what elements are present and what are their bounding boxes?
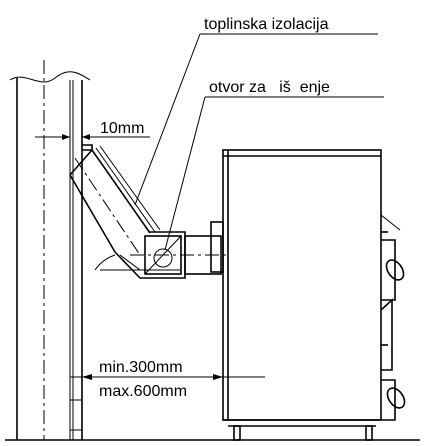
flue-pipe — [69, 144, 230, 279]
gap-label: 10mm — [100, 120, 144, 137]
chimney — [9, 60, 91, 440]
min-distance-label: min.300mm — [99, 359, 183, 376]
distance-dimension — [70, 374, 265, 380]
insulation-leader — [134, 33, 378, 206]
insulation-label: toplinska izolacija — [204, 16, 329, 33]
cleaning-opening-leader — [164, 96, 384, 251]
max-distance-label: max.600mm — [99, 383, 187, 400]
cleaning-opening-label: otvor za iš enje — [209, 79, 330, 96]
boiler — [210, 149, 406, 441]
gap-dimension — [35, 134, 150, 140]
